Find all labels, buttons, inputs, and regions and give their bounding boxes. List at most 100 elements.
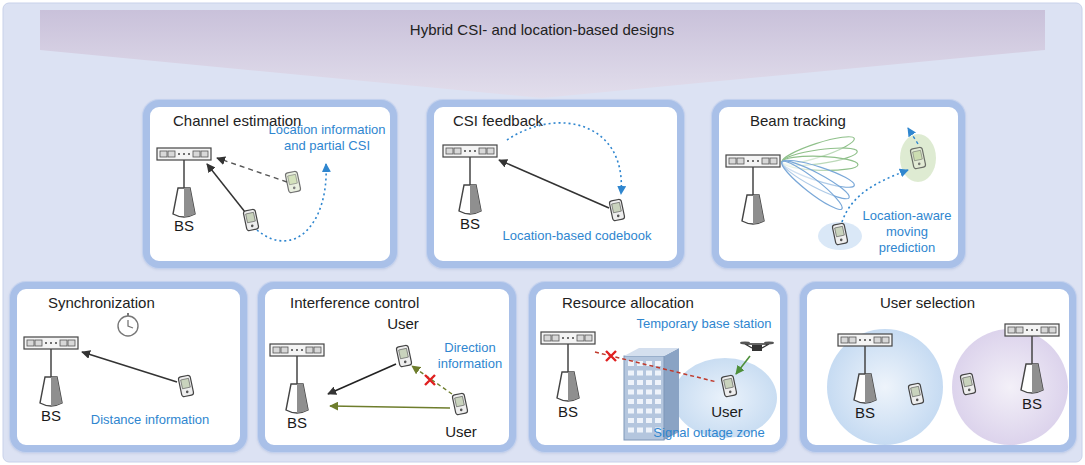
tower-base [286,384,308,413]
blocked-mark [425,375,435,385]
antenna-array [838,334,892,346]
panel-illustration [270,344,468,415]
base-station-icon [726,155,780,224]
building-window [646,390,652,395]
phone-icon [721,375,737,397]
phone-icon [832,223,848,245]
phone-button [840,238,843,241]
antenna-element [479,148,486,154]
building-window [646,409,652,414]
tower-base [1021,364,1043,393]
phone-body [243,209,259,231]
panel-heading: Synchronization [48,294,155,312]
building-window [646,399,652,404]
phone-icon [910,147,926,169]
antenna-dot [567,337,569,339]
antenna-dot [50,342,52,344]
base-station-icon [1005,324,1059,393]
antenna-element [552,335,559,341]
phone-screen [181,378,191,388]
device-label: BS [26,408,76,424]
device-label: User [378,316,428,332]
tower-base [40,377,62,406]
arrow-line [217,158,287,182]
building-window [655,371,661,376]
tower-base [557,372,579,401]
annotation-text: Temporary base station [629,316,779,332]
device-label: User [702,404,752,420]
arrow-line [499,160,609,208]
drone-rotor [764,342,774,345]
building-window [637,361,643,366]
annotation-text: Location-based codebook [492,228,662,244]
antenna-dot [188,153,190,155]
antenna-array [24,337,78,349]
motion-path [507,123,621,194]
building-window [628,409,634,414]
tower-mast [50,349,52,377]
tower-shade [568,372,579,401]
phone-icon [243,209,259,231]
blocked-link [595,352,717,382]
antenna-element [729,158,736,164]
antenna-dot [859,339,861,341]
building-window [637,428,643,433]
antenna-element [160,151,167,157]
building-window [646,380,652,385]
panel-illustration [541,332,777,440]
device-label: User [436,424,486,440]
phone-body [452,393,468,415]
phone-screen [963,376,973,386]
antenna-element [314,347,321,353]
building-window [628,361,634,366]
antenna-element [544,335,551,341]
building-window [628,371,634,376]
device-label: BS [543,404,593,420]
tower-mast [469,157,471,185]
tower-mast [1031,336,1033,364]
tower-mast [864,346,866,374]
phone-body [832,223,848,245]
cell-area [827,329,943,445]
phone-icon [178,375,194,397]
building-window [655,399,661,404]
clock-hands [128,320,133,328]
phone-screen [913,150,923,160]
panel-illustration [827,324,1068,445]
antenna-dot [752,160,754,162]
phone-button [916,398,919,401]
drone-arms [745,344,769,348]
phone-button [186,390,189,393]
antenna-dot [296,349,298,351]
phone-screen [835,226,845,236]
antenna-element [201,151,208,157]
phone-button [251,224,254,227]
building-window [637,399,643,404]
panel-heading: CSI feedback [453,112,543,130]
base-station-icon [270,344,324,413]
blocked-mark [606,351,616,361]
phone-screen [455,396,465,406]
phone-screen [911,386,921,396]
antenna-element [454,148,461,154]
antenna-element [487,148,494,154]
antenna-element [849,337,856,343]
base-station-icon [541,332,595,401]
antenna-element [762,158,769,164]
antenna-dot [55,342,57,344]
phone-body [178,375,194,397]
base-station-icon [157,148,211,217]
building-window [646,418,652,423]
phone-button [968,388,971,391]
building-window [637,371,643,376]
antenna-element [273,347,280,353]
phone-body [396,345,412,367]
arrow-line [330,406,450,408]
tower-shade [184,188,195,217]
arrow-line [736,356,750,374]
antenna-array [270,344,324,356]
diagram-title: Hybrid CSI- and location-based designs [410,21,674,39]
panel-illustration [443,123,625,221]
phone-icon [396,345,412,367]
phone-screen [612,202,622,212]
